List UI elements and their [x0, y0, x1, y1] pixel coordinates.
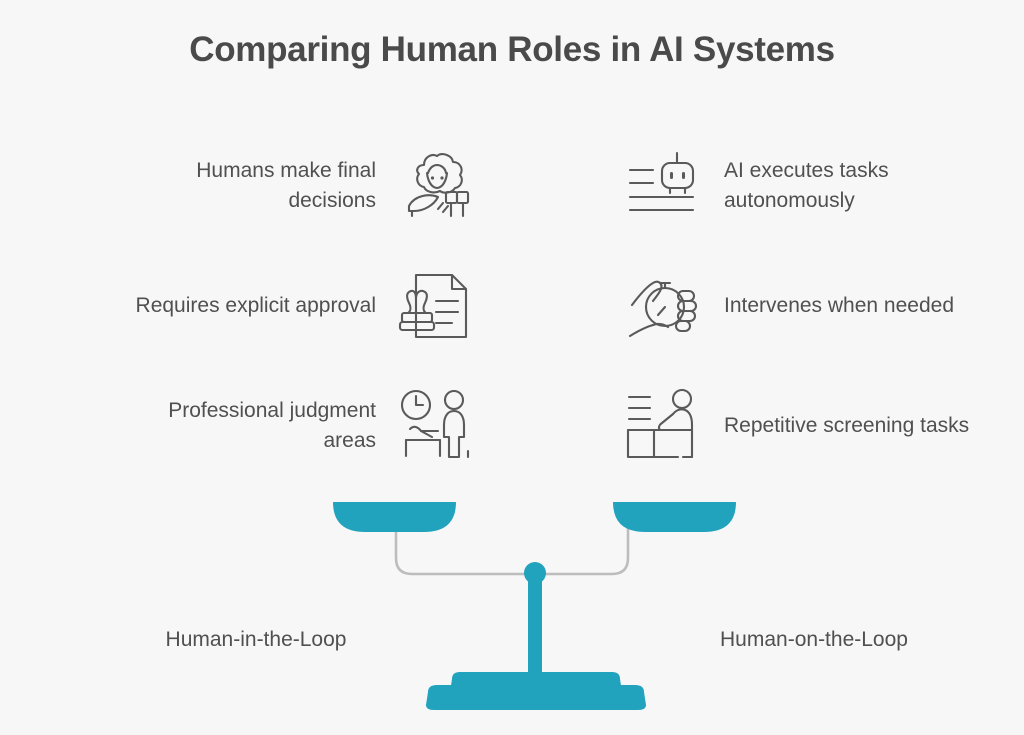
page-title: Comparing Human Roles in AI Systems: [189, 30, 835, 69]
left-feature-label-2: Requires explicit approval: [135, 293, 376, 317]
list-item: Humans make final decisions: [60, 140, 480, 232]
scale-beam: [394, 512, 630, 576]
right-scale-pan: [613, 502, 736, 532]
right-column-label: Human-on-the-Loop: [720, 628, 908, 651]
scale-base-lower: [426, 685, 646, 710]
list-item: Intervenes when needed: [620, 260, 1024, 352]
hand-stopwatch-icon: [620, 263, 706, 349]
robot-head-lines-icon: [620, 143, 706, 229]
list-item: Repetitive screening tasks: [620, 380, 1024, 472]
left-feature-label-1: Humans make final decisions: [196, 158, 376, 212]
balance-scale: [0, 480, 1024, 710]
list-item: Professional judgment areas: [60, 380, 480, 472]
list-item: AI executes tasks autonomously: [620, 140, 1024, 232]
left-feature-label-3: Professional judgment areas: [168, 398, 376, 452]
person-desk-documents-icon: [620, 383, 706, 469]
scale-column: [528, 573, 542, 679]
left-column-label: Human-in-the-Loop: [165, 628, 347, 651]
right-column: AI executes tasks autonomously: [620, 140, 1024, 500]
clock-person-chair-icon: [394, 383, 480, 469]
judge-gavel-icon: [394, 143, 480, 229]
right-feature-label-1: AI executes tasks autonomously: [724, 158, 889, 212]
stamp-document-icon: [394, 263, 480, 349]
list-item: Requires explicit approval: [60, 260, 480, 352]
right-feature-label-3: Repetitive screening tasks: [724, 413, 970, 437]
right-feature-label-2: Intervenes when needed: [724, 293, 955, 317]
left-scale-pan: [333, 502, 456, 532]
left-column: Humans make final decisions: [60, 140, 480, 500]
